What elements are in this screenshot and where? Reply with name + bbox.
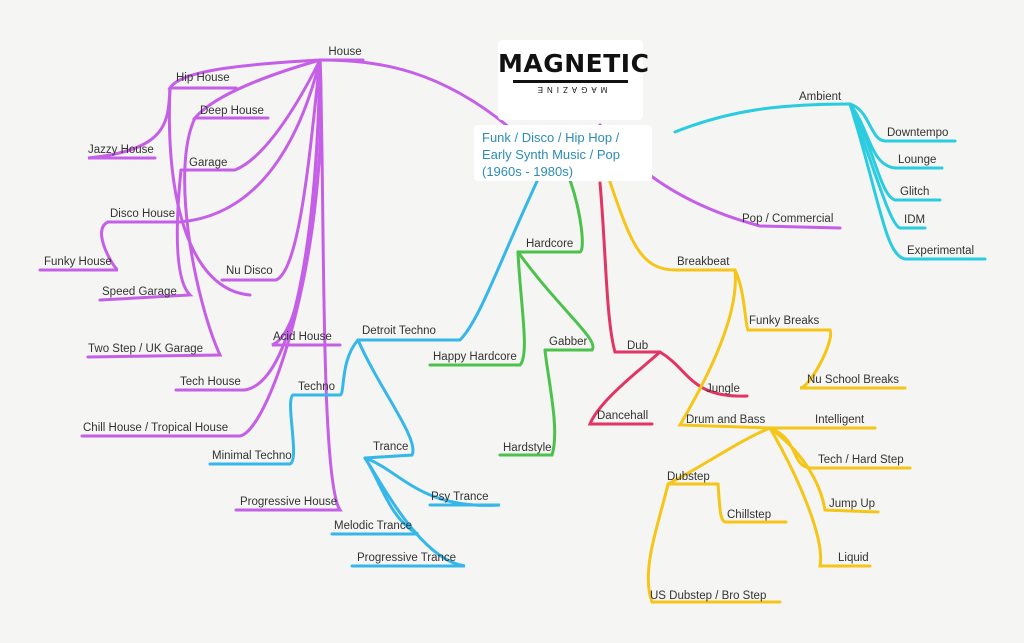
node-jump-up: Jump Up	[829, 498, 876, 510]
node-acid-house: Acid House	[273, 331, 332, 343]
logo-subtitle: MAGAZINE	[533, 85, 608, 94]
node-funky-house: Funky House	[44, 256, 112, 268]
node-dancehall: Dancehall	[597, 410, 649, 422]
node-jazzy-house: Jazzy House	[88, 144, 154, 156]
node-happy-hardcore: Happy Hardcore	[433, 351, 517, 363]
node-two-step: Two Step / UK Garage	[88, 343, 204, 355]
node-tech-hard-step: Tech / Hard Step	[818, 454, 904, 466]
node-garage: Garage	[189, 157, 228, 169]
node-dub: Dub	[627, 340, 649, 352]
node-detroit-techno: Detroit Techno	[362, 325, 436, 337]
node-pop-commercial: Pop / Commercial	[742, 213, 834, 225]
node-hardstyle: Hardstyle	[503, 442, 552, 454]
node-hardcore: Hardcore	[526, 238, 574, 250]
node-chillstep: Chillstep	[727, 509, 772, 521]
magnetic-magazine-logo: MAGNETIC MAGAZINE	[498, 40, 650, 120]
node-downtempo: Downtempo	[887, 127, 949, 139]
root-node: Funk / Disco / Hip Hop / Early Synth Mus…	[474, 125, 652, 181]
node-progressive-house: Progressive House	[240, 496, 338, 508]
hardcore-branch-lines	[428, 178, 595, 457]
node-deep-house: Deep House	[200, 105, 264, 117]
node-drum-and-bass: Drum and Bass	[686, 414, 766, 426]
node-chill-house: Chill House / Tropical House	[83, 422, 229, 434]
techno-branch-lines	[208, 173, 542, 568]
node-nu-disco: Nu Disco	[226, 265, 273, 277]
node-house: House	[328, 46, 362, 58]
house-branch-lines	[38, 58, 842, 512]
node-intelligent: Intelligent	[815, 414, 865, 426]
node-nu-school-breaks: Nu School Breaks	[807, 374, 900, 386]
dub-branch-lines	[587, 181, 749, 426]
node-melodic-trance: Melodic Trance	[334, 520, 412, 532]
ambient-branch-lines	[673, 102, 987, 261]
node-psy-trance: Psy Trance	[431, 491, 489, 503]
node-dubstep: Dubstep	[667, 471, 710, 483]
logo-title: MAGNETIC	[498, 49, 650, 78]
node-hip-house: Hip House	[176, 72, 230, 84]
node-ambient: Ambient	[799, 91, 842, 103]
node-disco-house: Disco House	[110, 208, 176, 220]
node-jungle: Jungle	[706, 383, 740, 395]
node-us-dubstep: US Dubstep / Bro Step	[650, 590, 767, 602]
node-glitch: Glitch	[900, 186, 930, 198]
breakbeat-branch-lines	[608, 180, 912, 604]
node-trance: Trance	[373, 441, 409, 453]
logo-rule	[513, 80, 628, 83]
node-idm: IDM	[904, 214, 926, 226]
node-progressive-trance: Progressive Trance	[357, 552, 457, 564]
node-funky-breaks: Funky Breaks	[749, 315, 820, 327]
node-techno: Techno	[298, 381, 336, 393]
node-gabber: Gabber	[549, 336, 588, 348]
node-lounge: Lounge	[898, 154, 937, 166]
node-liquid: Liquid	[838, 552, 869, 564]
node-experimental: Experimental	[907, 245, 975, 257]
node-minimal-techno: Minimal Techno	[212, 450, 292, 462]
node-breakbeat: Breakbeat	[677, 256, 730, 268]
node-tech-house: Tech House	[180, 376, 241, 388]
node-speed-garage: Speed Garage	[102, 286, 177, 298]
